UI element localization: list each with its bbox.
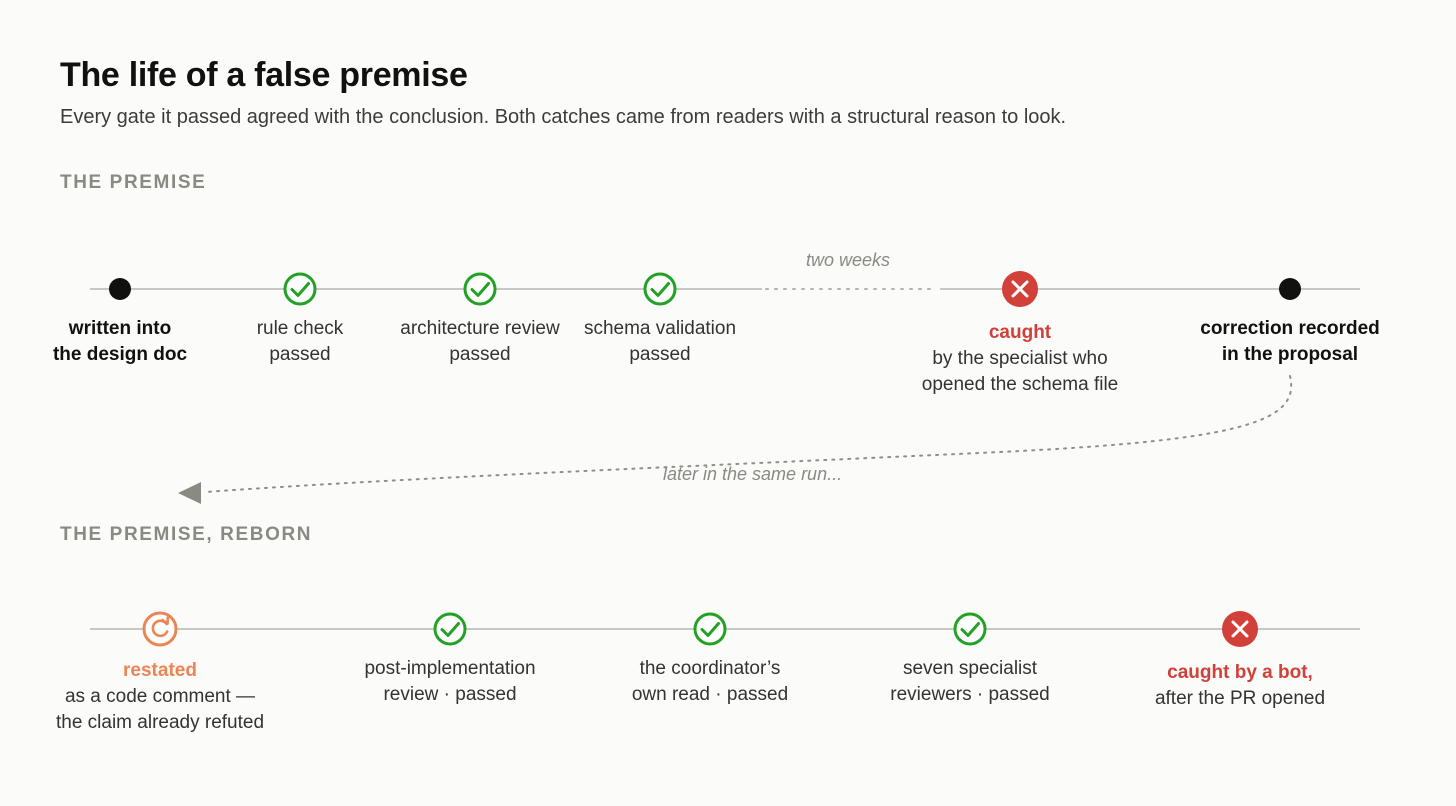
timeline2-node-label: the coordinator’s own read · passed bbox=[631, 658, 789, 705]
check-icon bbox=[463, 272, 497, 306]
section-label-reborn: THE PREMISE, REBORN bbox=[60, 524, 313, 545]
section-label-premise: THE PREMISE bbox=[60, 172, 207, 193]
timeline1-node-label-caught: caught by the specialist who opened the … bbox=[921, 322, 1119, 395]
dot-icon bbox=[1279, 278, 1301, 300]
connector-arrowhead-icon bbox=[178, 482, 201, 504]
cross-icon bbox=[1002, 271, 1038, 307]
page-title: The life of a false premise bbox=[60, 56, 468, 94]
page-subtitle: Every gate it passed agreed with the con… bbox=[60, 106, 1067, 128]
check-icon bbox=[953, 612, 987, 646]
timeline1-node-label: correction recorded in the proposal bbox=[1200, 318, 1380, 365]
timeline1-node-label: architecture review passed bbox=[400, 318, 560, 365]
timeline2-node-label-caught: caught by a bot, after the PR opened bbox=[1154, 662, 1326, 709]
cross-icon bbox=[1222, 611, 1258, 647]
connector-label: later in the same run... bbox=[663, 464, 843, 484]
timeline1-node-label: schema validation passed bbox=[583, 318, 737, 365]
restate-icon bbox=[142, 611, 178, 647]
gap-label-two-weeks: two weeks bbox=[806, 250, 891, 270]
check-icon bbox=[643, 272, 677, 306]
dot-icon bbox=[109, 278, 131, 300]
timeline2-node-label-restated: restated as a code comment — the claim a… bbox=[55, 660, 265, 733]
check-icon bbox=[283, 272, 317, 306]
check-icon bbox=[433, 612, 467, 646]
timeline1-node-label: written into the design doc bbox=[52, 318, 188, 365]
timeline1-node-label: rule check passed bbox=[256, 318, 344, 365]
connector-dotted-curve bbox=[204, 375, 1293, 493]
timeline2-node-label: seven specialist reviewers · passed bbox=[890, 658, 1050, 705]
check-icon bbox=[693, 612, 727, 646]
timeline2-node-label: post-implementation review · passed bbox=[364, 658, 536, 705]
